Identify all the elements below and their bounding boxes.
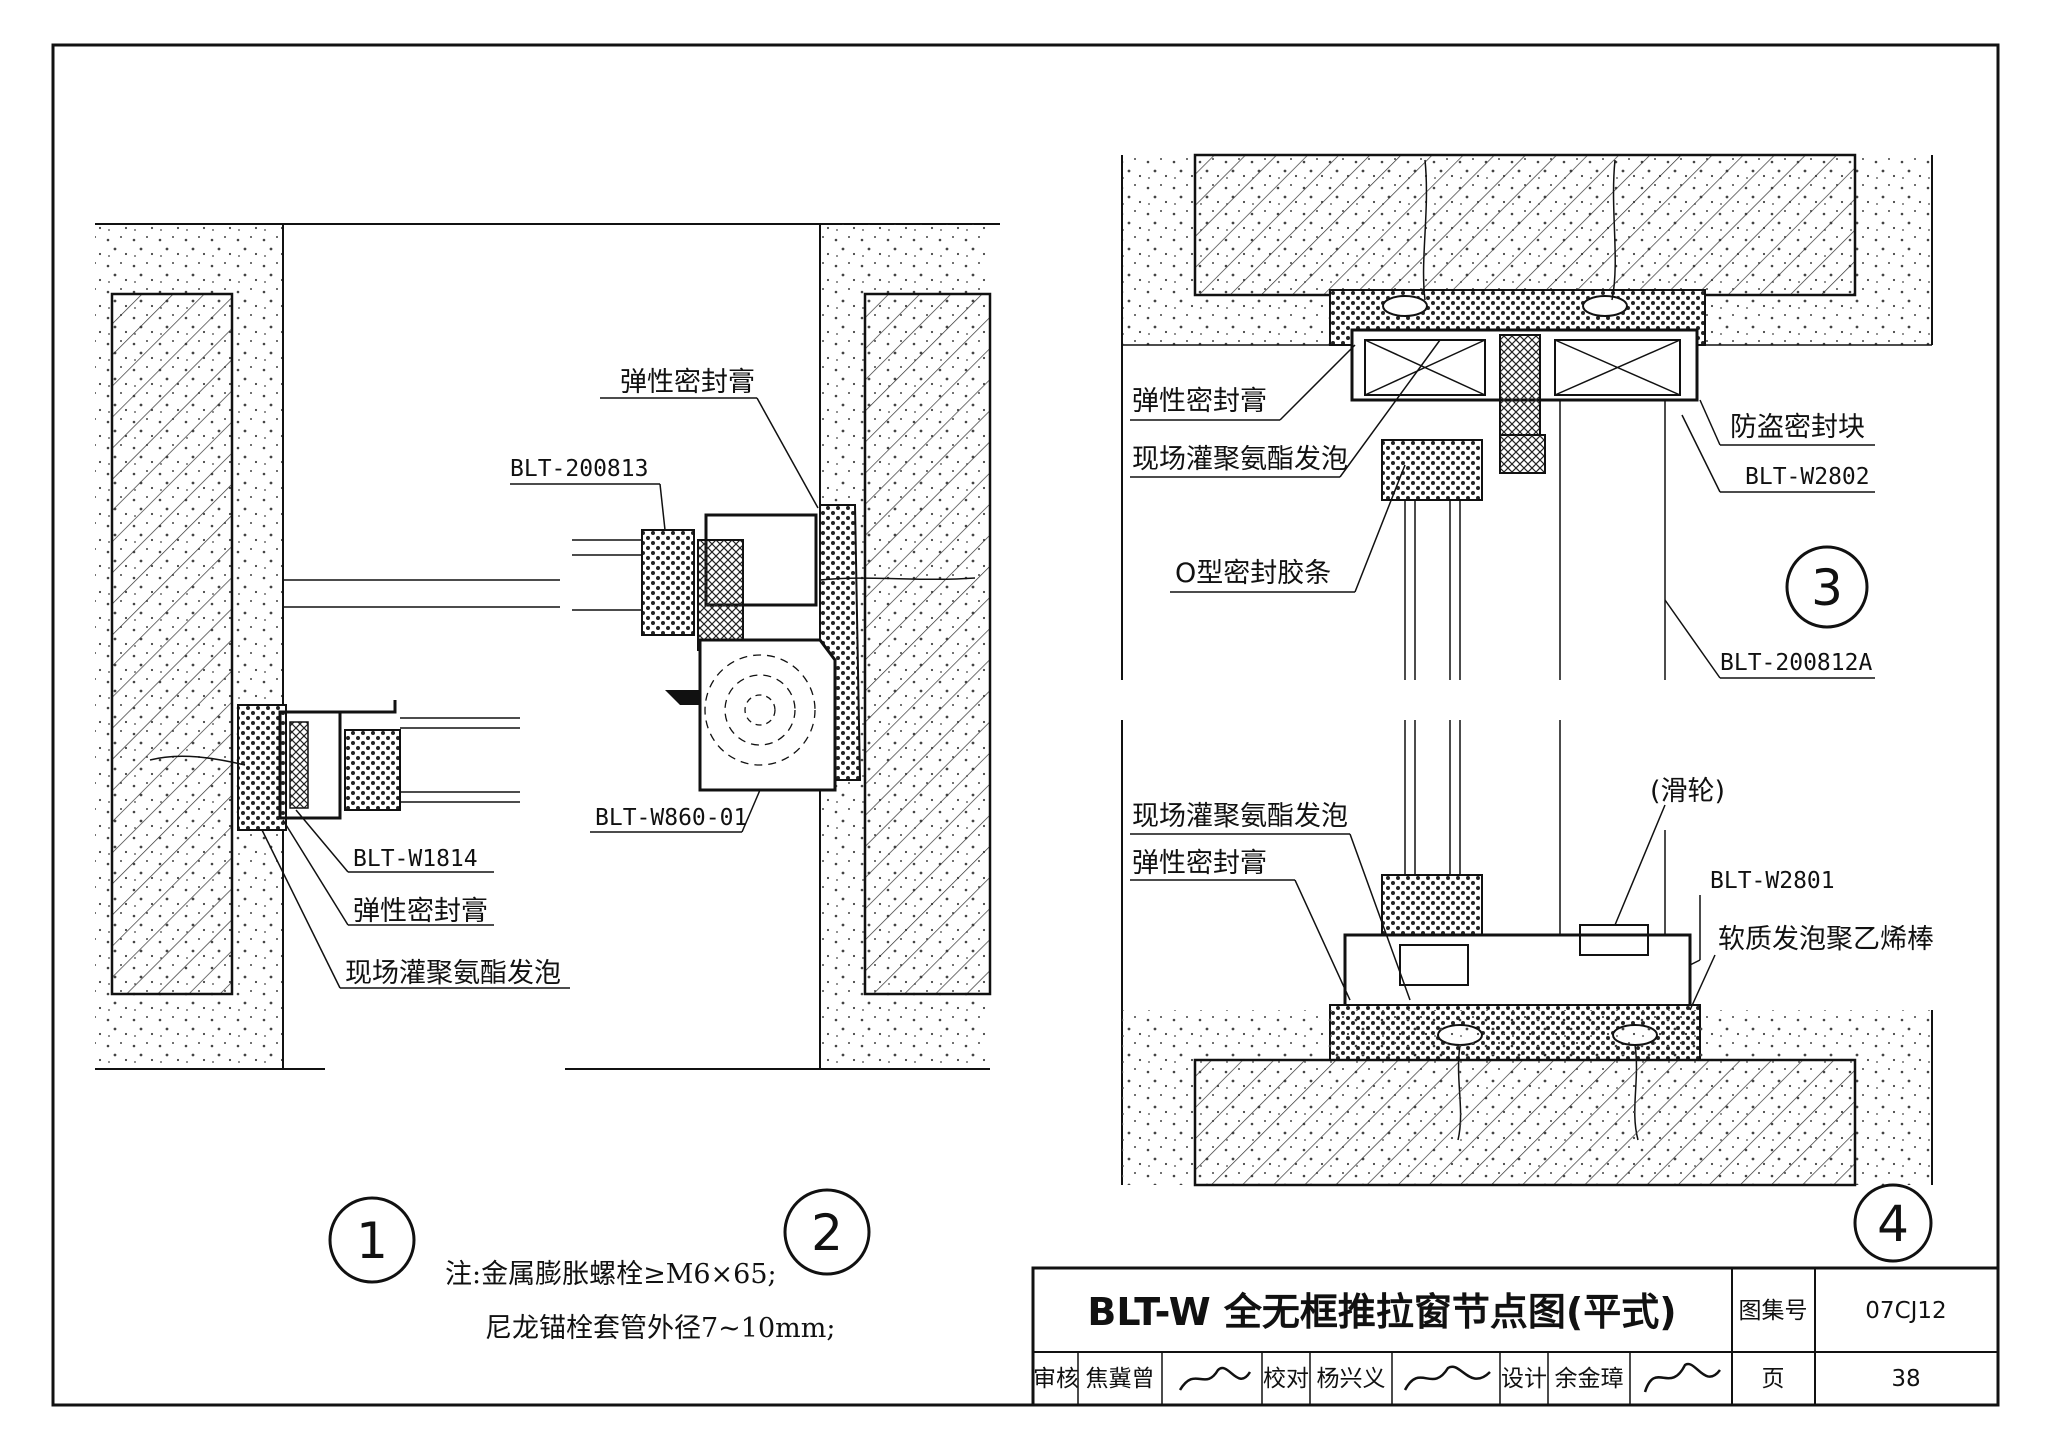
detail-marker-3 — [1785, 545, 1869, 629]
page-label: 页 — [1762, 1366, 1785, 1392]
d3-foam-label: 现场灌聚氨酯发泡 — [1132, 444, 1348, 475]
d4-rod-label: 软质发泡聚乙烯棒 — [1718, 924, 1934, 955]
detail-4: 现场灌聚氨酯发泡 弹性密封膏 (滑轮) BLT-W2801 软质发泡聚乙烯棒 4 — [1121, 720, 1934, 1263]
d2-sealant-label: 弹性密封膏 — [620, 367, 755, 398]
design-name: 余金璋 — [1555, 1366, 1624, 1392]
review-name: 焦冀曾 — [1086, 1366, 1155, 1392]
d4-pulley-label: (滑轮) — [1650, 776, 1725, 807]
design-label: 设计 — [1501, 1366, 1547, 1392]
note-line-2: 尼龙锚栓套管外径7~10mm; — [485, 1313, 835, 1344]
review-signature — [1178, 1366, 1252, 1391]
detail-marker-2 — [783, 1188, 871, 1276]
detail-marker-4 — [1853, 1183, 1933, 1263]
atlas-number: 07CJ12 — [1865, 1298, 1946, 1324]
review-label: 审核 — [1033, 1366, 1079, 1392]
d1-profile-label: BLT-W1814 — [353, 846, 478, 872]
d3-profile-a-label: BLT-W2802 — [1745, 464, 1870, 490]
detail-marker-1 — [328, 1196, 416, 1284]
sheet-border — [51, 43, 2000, 1407]
d2-profile-top-label: BLT-200813 — [510, 456, 648, 482]
detail-3: 弹性密封膏 现场灌聚氨酯发泡 O型密封胶条 防盗密封块 BLT-W2802 BL… — [1121, 153, 1933, 680]
atlas-label: 图集号 — [1739, 1298, 1808, 1324]
detail-number-4: 4 — [1877, 1195, 1909, 1253]
detail-1: BLT-W1814 弹性密封膏 现场灌聚氨酯发泡 — [95, 223, 1000, 1070]
d2-profile-bottom-label: BLT-W860-01 — [595, 805, 747, 831]
title-block: BLT-W 全无框推拉窗节点图(平式) 图集号 07CJ12 审核 焦冀曾 校对… — [1031, 1266, 2000, 1407]
d1-foam-label: 现场灌聚氨酯发泡 — [345, 958, 561, 989]
d3-profile-b-label: BLT-200812A — [1720, 650, 1872, 676]
check-signature — [1403, 1365, 1491, 1391]
check-label: 校对 — [1263, 1366, 1309, 1392]
detail-number-1: 1 — [356, 1212, 388, 1270]
d1-sealant-label: 弹性密封膏 — [353, 896, 488, 927]
detail-number-2: 2 — [811, 1204, 843, 1262]
design-signature — [1643, 1362, 1721, 1393]
d4-profile-label: BLT-W2801 — [1710, 868, 1835, 894]
d3-oring-label: O型密封胶条 — [1175, 558, 1331, 589]
d4-sealant-label: 弹性密封膏 — [1132, 848, 1267, 879]
d3-antitheft-label: 防盗密封块 — [1730, 412, 1865, 443]
d3-sealant-label: 弹性密封膏 — [1132, 386, 1267, 417]
check-name: 杨兴义 — [1317, 1366, 1386, 1392]
detail-2: 弹性密封膏 BLT-200813 BLT-W860-01 — [510, 224, 992, 1070]
page-number: 38 — [1891, 1366, 1920, 1392]
note-line-1: 注:金属膨胀螺栓≥M6×65; — [445, 1259, 777, 1290]
d4-foam-label: 现场灌聚氨酯发泡 — [1132, 801, 1348, 832]
sheet-title: BLT-W 全无框推拉窗节点图(平式) — [1087, 1290, 1676, 1334]
detail-number-3: 3 — [1811, 559, 1843, 617]
